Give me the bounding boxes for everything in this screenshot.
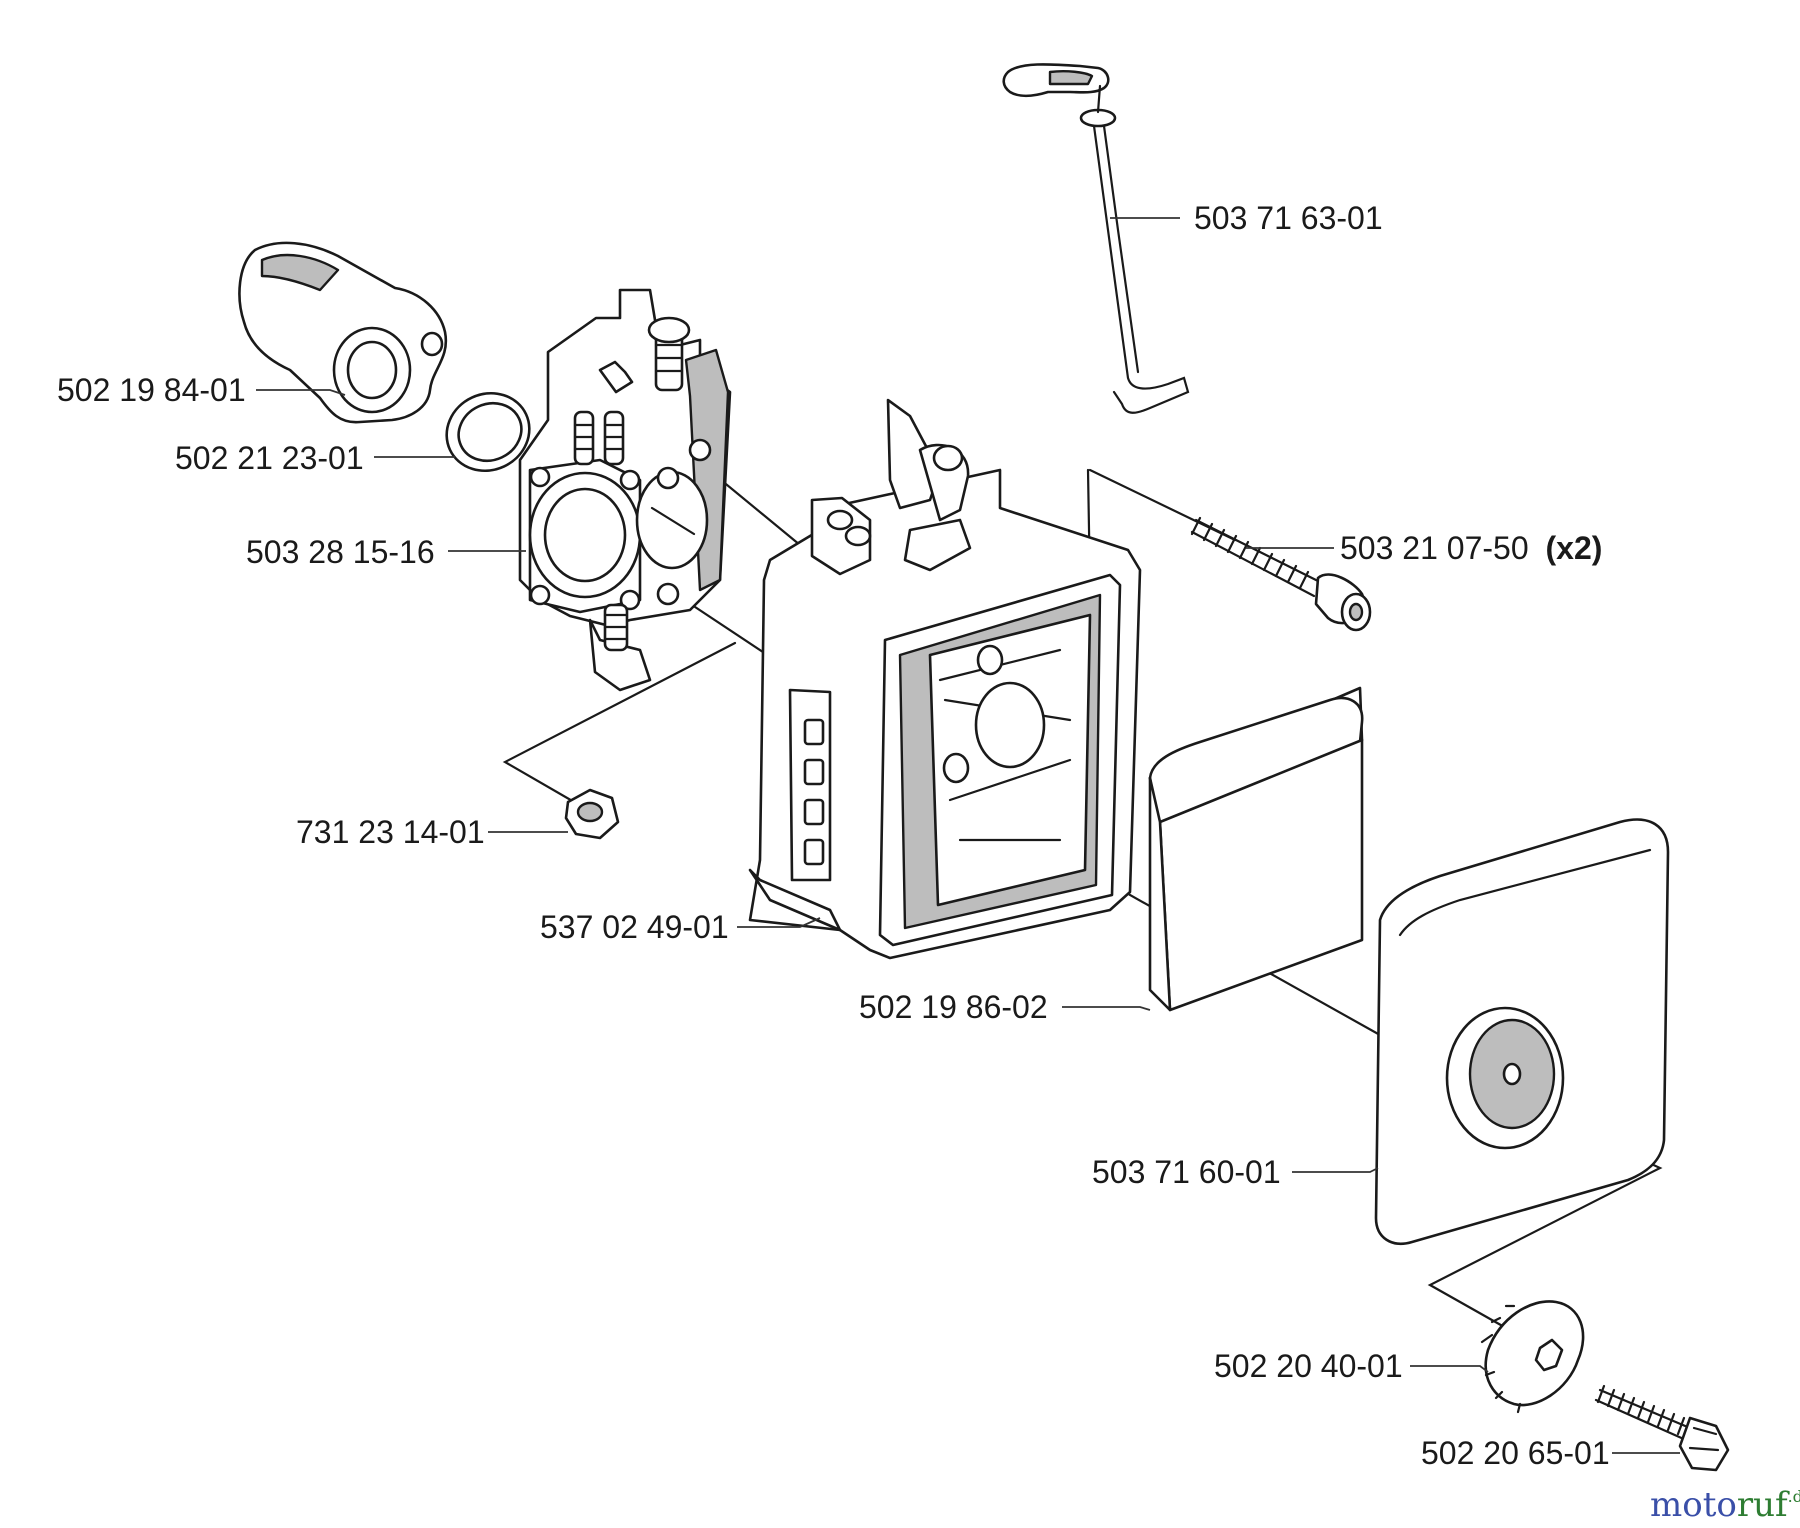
screw-part: [1594, 1384, 1730, 1472]
watermark-part-1: moto: [1650, 1485, 1737, 1525]
knob-part: [1480, 1300, 1585, 1414]
stud-bolt-number: 503 21 07-50: [1340, 530, 1529, 566]
stud-bolt-qty: (x2): [1546, 530, 1603, 566]
label-filter-cover: 503 71 60-01: [1092, 1154, 1281, 1190]
part-labels: 503 71 63-01 502 19 84-01 502 21 23-01 5…: [57, 200, 1610, 1471]
label-intake-elbow: 502 19 84-01: [57, 372, 246, 408]
label-knob: 502 20 40-01: [1214, 1348, 1403, 1384]
watermark-part-2: ruf: [1737, 1485, 1790, 1525]
sealing-ring-part: [445, 391, 531, 473]
air-filter-holder-part: [748, 398, 1142, 960]
label-air-filter-holder: 537 02 49-01: [540, 909, 729, 945]
label-hex-nut: 731 23 14-01: [296, 814, 485, 850]
filter-foam-part: [1148, 686, 1364, 1012]
label-filter-foam: 502 19 86-02: [859, 989, 1048, 1025]
filter-cover-part: [1374, 818, 1670, 1245]
label-screw: 502 20 65-01: [1421, 1435, 1610, 1471]
label-choke-rod: 503 71 63-01: [1194, 200, 1383, 236]
watermark-logo: motoruf.de: [1650, 1485, 1800, 1525]
choke-rod-part: [1002, 63, 1190, 414]
watermark-suffix: .de: [1788, 1487, 1800, 1506]
label-carburetor: 503 28 15-16: [246, 534, 435, 570]
label-stud-bolt: 503 21 07-50 (x2): [1340, 530, 1602, 566]
leader-lines: [256, 217, 1680, 1454]
intake-elbow-part: [238, 241, 448, 424]
hex-nut-part: [564, 788, 620, 840]
carburetor-part: [518, 288, 732, 692]
label-sealing-ring: 502 21 23-01: [175, 440, 364, 476]
stud-bolt-part: [1190, 516, 1372, 632]
